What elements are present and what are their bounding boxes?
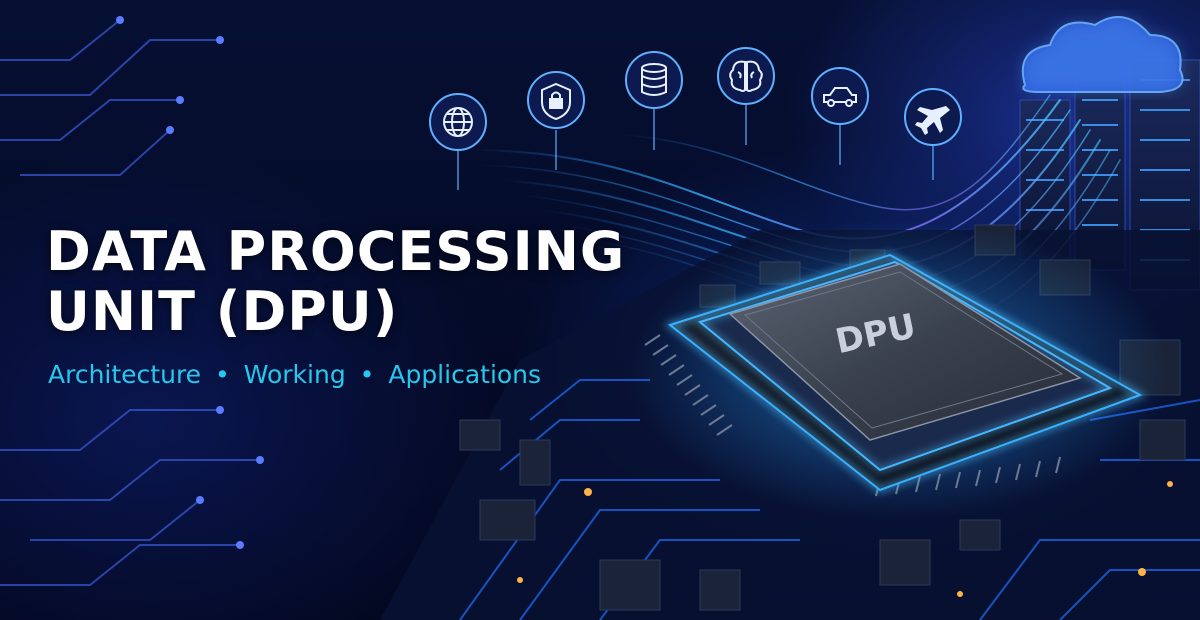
app-icon-aerospace bbox=[904, 88, 962, 146]
tagline-separator: • bbox=[359, 360, 375, 389]
left-circuit-traces bbox=[0, 19, 260, 586]
app-icon-globe bbox=[429, 93, 487, 151]
tagline-item-applications: Applications bbox=[388, 360, 542, 389]
title-line-2: UNIT (DPU) bbox=[46, 280, 399, 343]
shield-lock-icon bbox=[541, 82, 571, 121]
left-circuit-nodes bbox=[116, 16, 264, 549]
app-icon-automotive bbox=[811, 67, 869, 125]
tagline-item-working: Working bbox=[243, 360, 346, 389]
tagline: Architecture • Working • Applications bbox=[48, 360, 541, 389]
dpu-chip: DPU bbox=[630, 220, 1170, 520]
cloud-icon bbox=[1021, 16, 1184, 93]
app-icon-ai bbox=[717, 47, 775, 105]
title-line-1: DATA PROCESSING bbox=[46, 220, 626, 283]
airplane-icon bbox=[915, 106, 950, 135]
brain-icon bbox=[729, 60, 763, 92]
globe-icon bbox=[443, 107, 473, 137]
app-icon-security bbox=[527, 71, 585, 129]
icon-connectors bbox=[457, 105, 934, 190]
car-icon bbox=[823, 87, 857, 107]
database-icon bbox=[641, 63, 667, 96]
app-icon-database bbox=[625, 51, 683, 109]
tagline-separator: • bbox=[215, 360, 230, 389]
page-title: DATA PROCESSING UNIT (DPU) bbox=[46, 222, 625, 342]
tagline-item-architecture: Architecture bbox=[48, 360, 202, 389]
